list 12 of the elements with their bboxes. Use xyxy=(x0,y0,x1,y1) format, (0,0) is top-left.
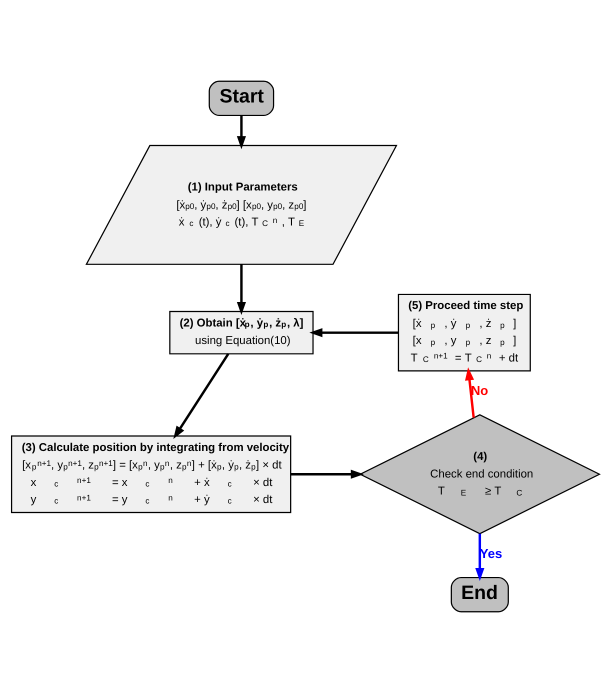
edge-label: Yes xyxy=(480,546,502,561)
arrow xyxy=(236,264,246,316)
arrow xyxy=(464,367,475,418)
arrow xyxy=(475,534,484,582)
edge-label: No xyxy=(470,383,488,398)
arrow xyxy=(173,353,230,440)
arrow xyxy=(290,470,364,479)
arrow xyxy=(309,328,398,338)
node-box: Start xyxy=(208,80,274,116)
node-box: End xyxy=(450,576,509,612)
node-box: (2) Obtain [ẋp, ẏp, żp, λ] using Equation(10) xyxy=(169,310,314,354)
arrow xyxy=(236,116,246,150)
